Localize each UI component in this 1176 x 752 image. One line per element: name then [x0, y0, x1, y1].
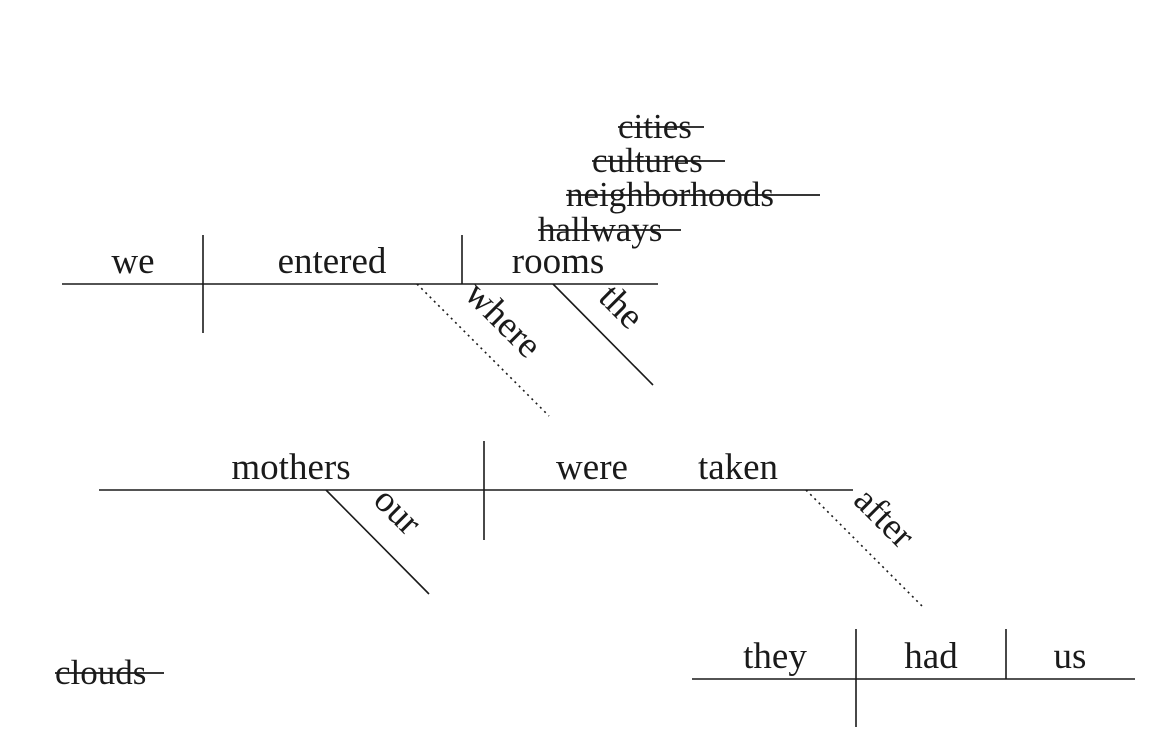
modifier-our-line: [325, 489, 430, 595]
connector-where-line: [416, 283, 550, 417]
relative-clause: mothers were taken our after: [99, 441, 925, 609]
relative-verb-word: taken: [698, 447, 778, 488]
main-object-word: rooms: [512, 241, 605, 282]
connector-where-word: where: [457, 273, 550, 366]
subordinate-verb-word: had: [904, 636, 958, 677]
subordinate-clause: they had us: [692, 629, 1135, 727]
main-subject-word: we: [111, 241, 154, 282]
main-clause: we entered rooms the where: [62, 235, 658, 417]
subordinate-subject-word: they: [743, 636, 807, 677]
subordinate-object-word: us: [1054, 636, 1087, 677]
modifier-the-line: [552, 283, 654, 386]
modifier-the-word: the: [591, 276, 652, 337]
connector-after-word: after: [846, 479, 923, 556]
relative-aux-word: were: [556, 447, 628, 488]
main-verb-word: entered: [278, 241, 387, 282]
modifier-our-word: our: [366, 479, 430, 543]
relative-subject-word: mothers: [231, 447, 350, 488]
struck-alternatives: cities cultures neighborhoods hallways: [538, 107, 820, 249]
connector-after-line: [805, 489, 925, 609]
struck-loose: clouds: [55, 653, 164, 692]
